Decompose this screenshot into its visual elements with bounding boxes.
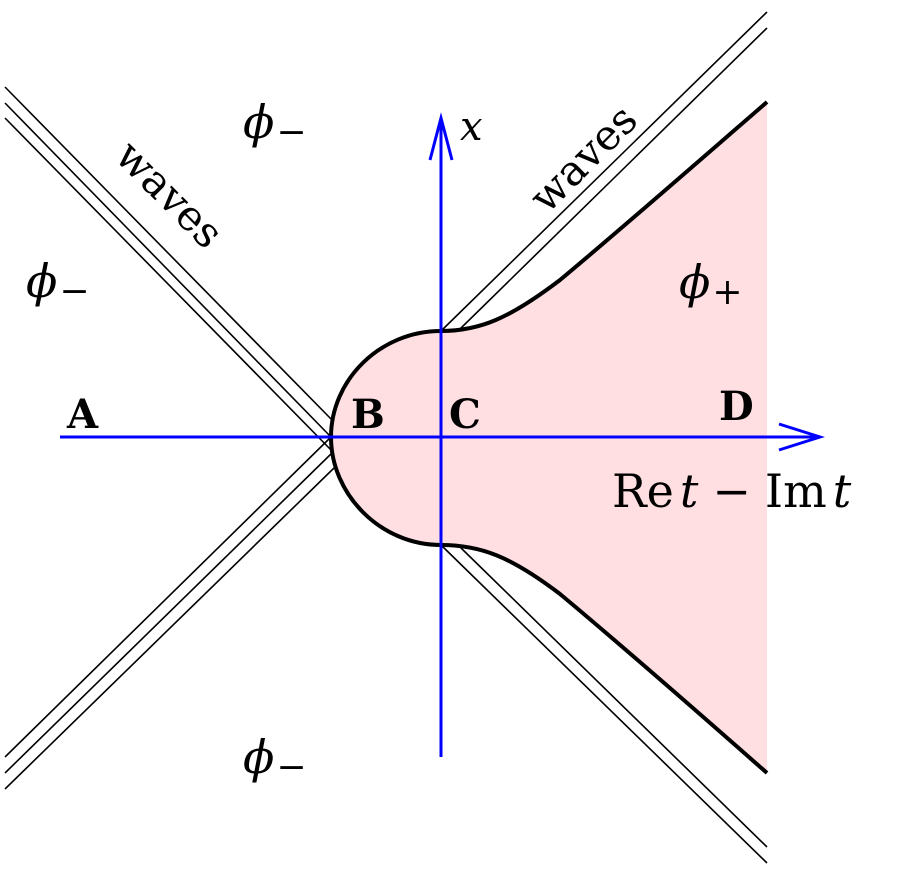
wave-lines-upper-left bbox=[4, 86, 334, 453]
vertical-axis-arrowhead-icon bbox=[428, 112, 454, 161]
waves-label-left: waves bbox=[106, 130, 233, 257]
horizontal-axis-arrowhead-icon bbox=[778, 422, 825, 452]
point-label-d: D bbox=[719, 383, 754, 430]
wave-lines-lower-left bbox=[4, 436, 335, 790]
vertical-axis bbox=[428, 112, 454, 757]
vertical-axis-label: x bbox=[460, 104, 483, 150]
phi-minus-top-label: ϕ− bbox=[243, 95, 307, 153]
wave-lines-upper-right bbox=[440, 11, 768, 332]
waves-label-right: waves bbox=[519, 95, 646, 222]
phi-minus-left-label: ϕ− bbox=[26, 254, 90, 312]
point-label-c: C bbox=[449, 391, 481, 438]
point-label-b: B bbox=[351, 391, 385, 438]
phi-plus-label: ϕ+ bbox=[679, 255, 743, 313]
point-label-a: A bbox=[66, 391, 99, 438]
wave-lines-lower-right bbox=[440, 544, 768, 864]
phi-minus-bottom-label: ϕ− bbox=[243, 730, 307, 788]
